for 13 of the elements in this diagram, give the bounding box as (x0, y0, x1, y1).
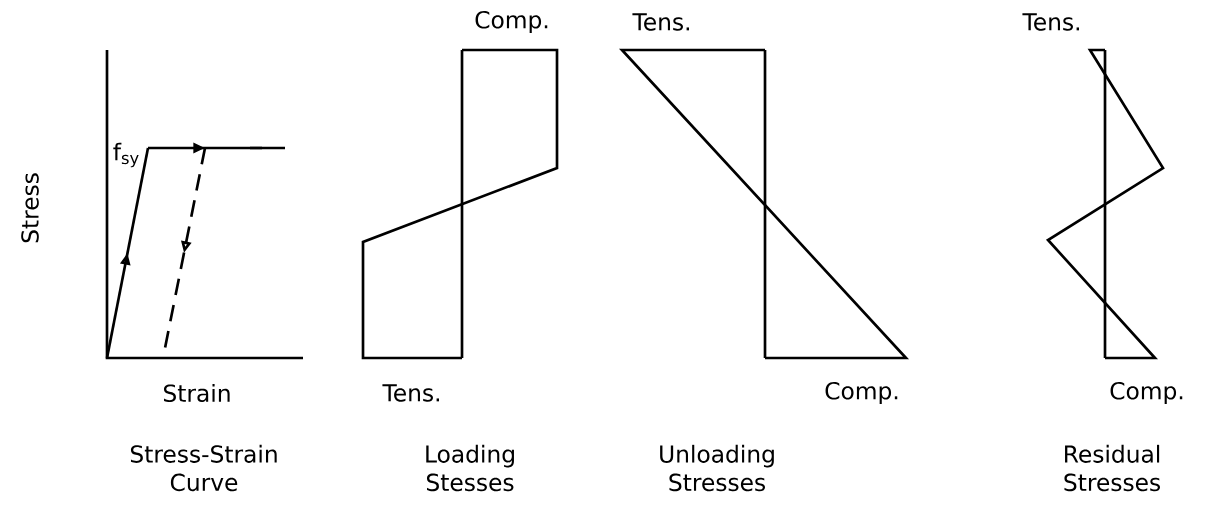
axis-label: Comp. (1110, 381, 1183, 405)
axis-label: Comp. (475, 10, 548, 34)
panel-caption: Unloading Stresses (660, 444, 774, 492)
panel-caption: Loading Stesses (426, 444, 514, 492)
axis-label: Tens. (382, 384, 439, 402)
axis-label: Stress (21, 173, 39, 243)
panel-caption: Residual Stresses (1064, 444, 1160, 492)
axis-label: Tens. (1022, 13, 1079, 31)
axis-label: Comp. (825, 381, 898, 405)
symbol-label: f$_{sy}$ (113, 142, 139, 168)
axis-label: Tens. (632, 13, 689, 31)
panel-caption: Stress-Strain Curve (130, 444, 277, 492)
axis-label: Strain (164, 384, 230, 403)
